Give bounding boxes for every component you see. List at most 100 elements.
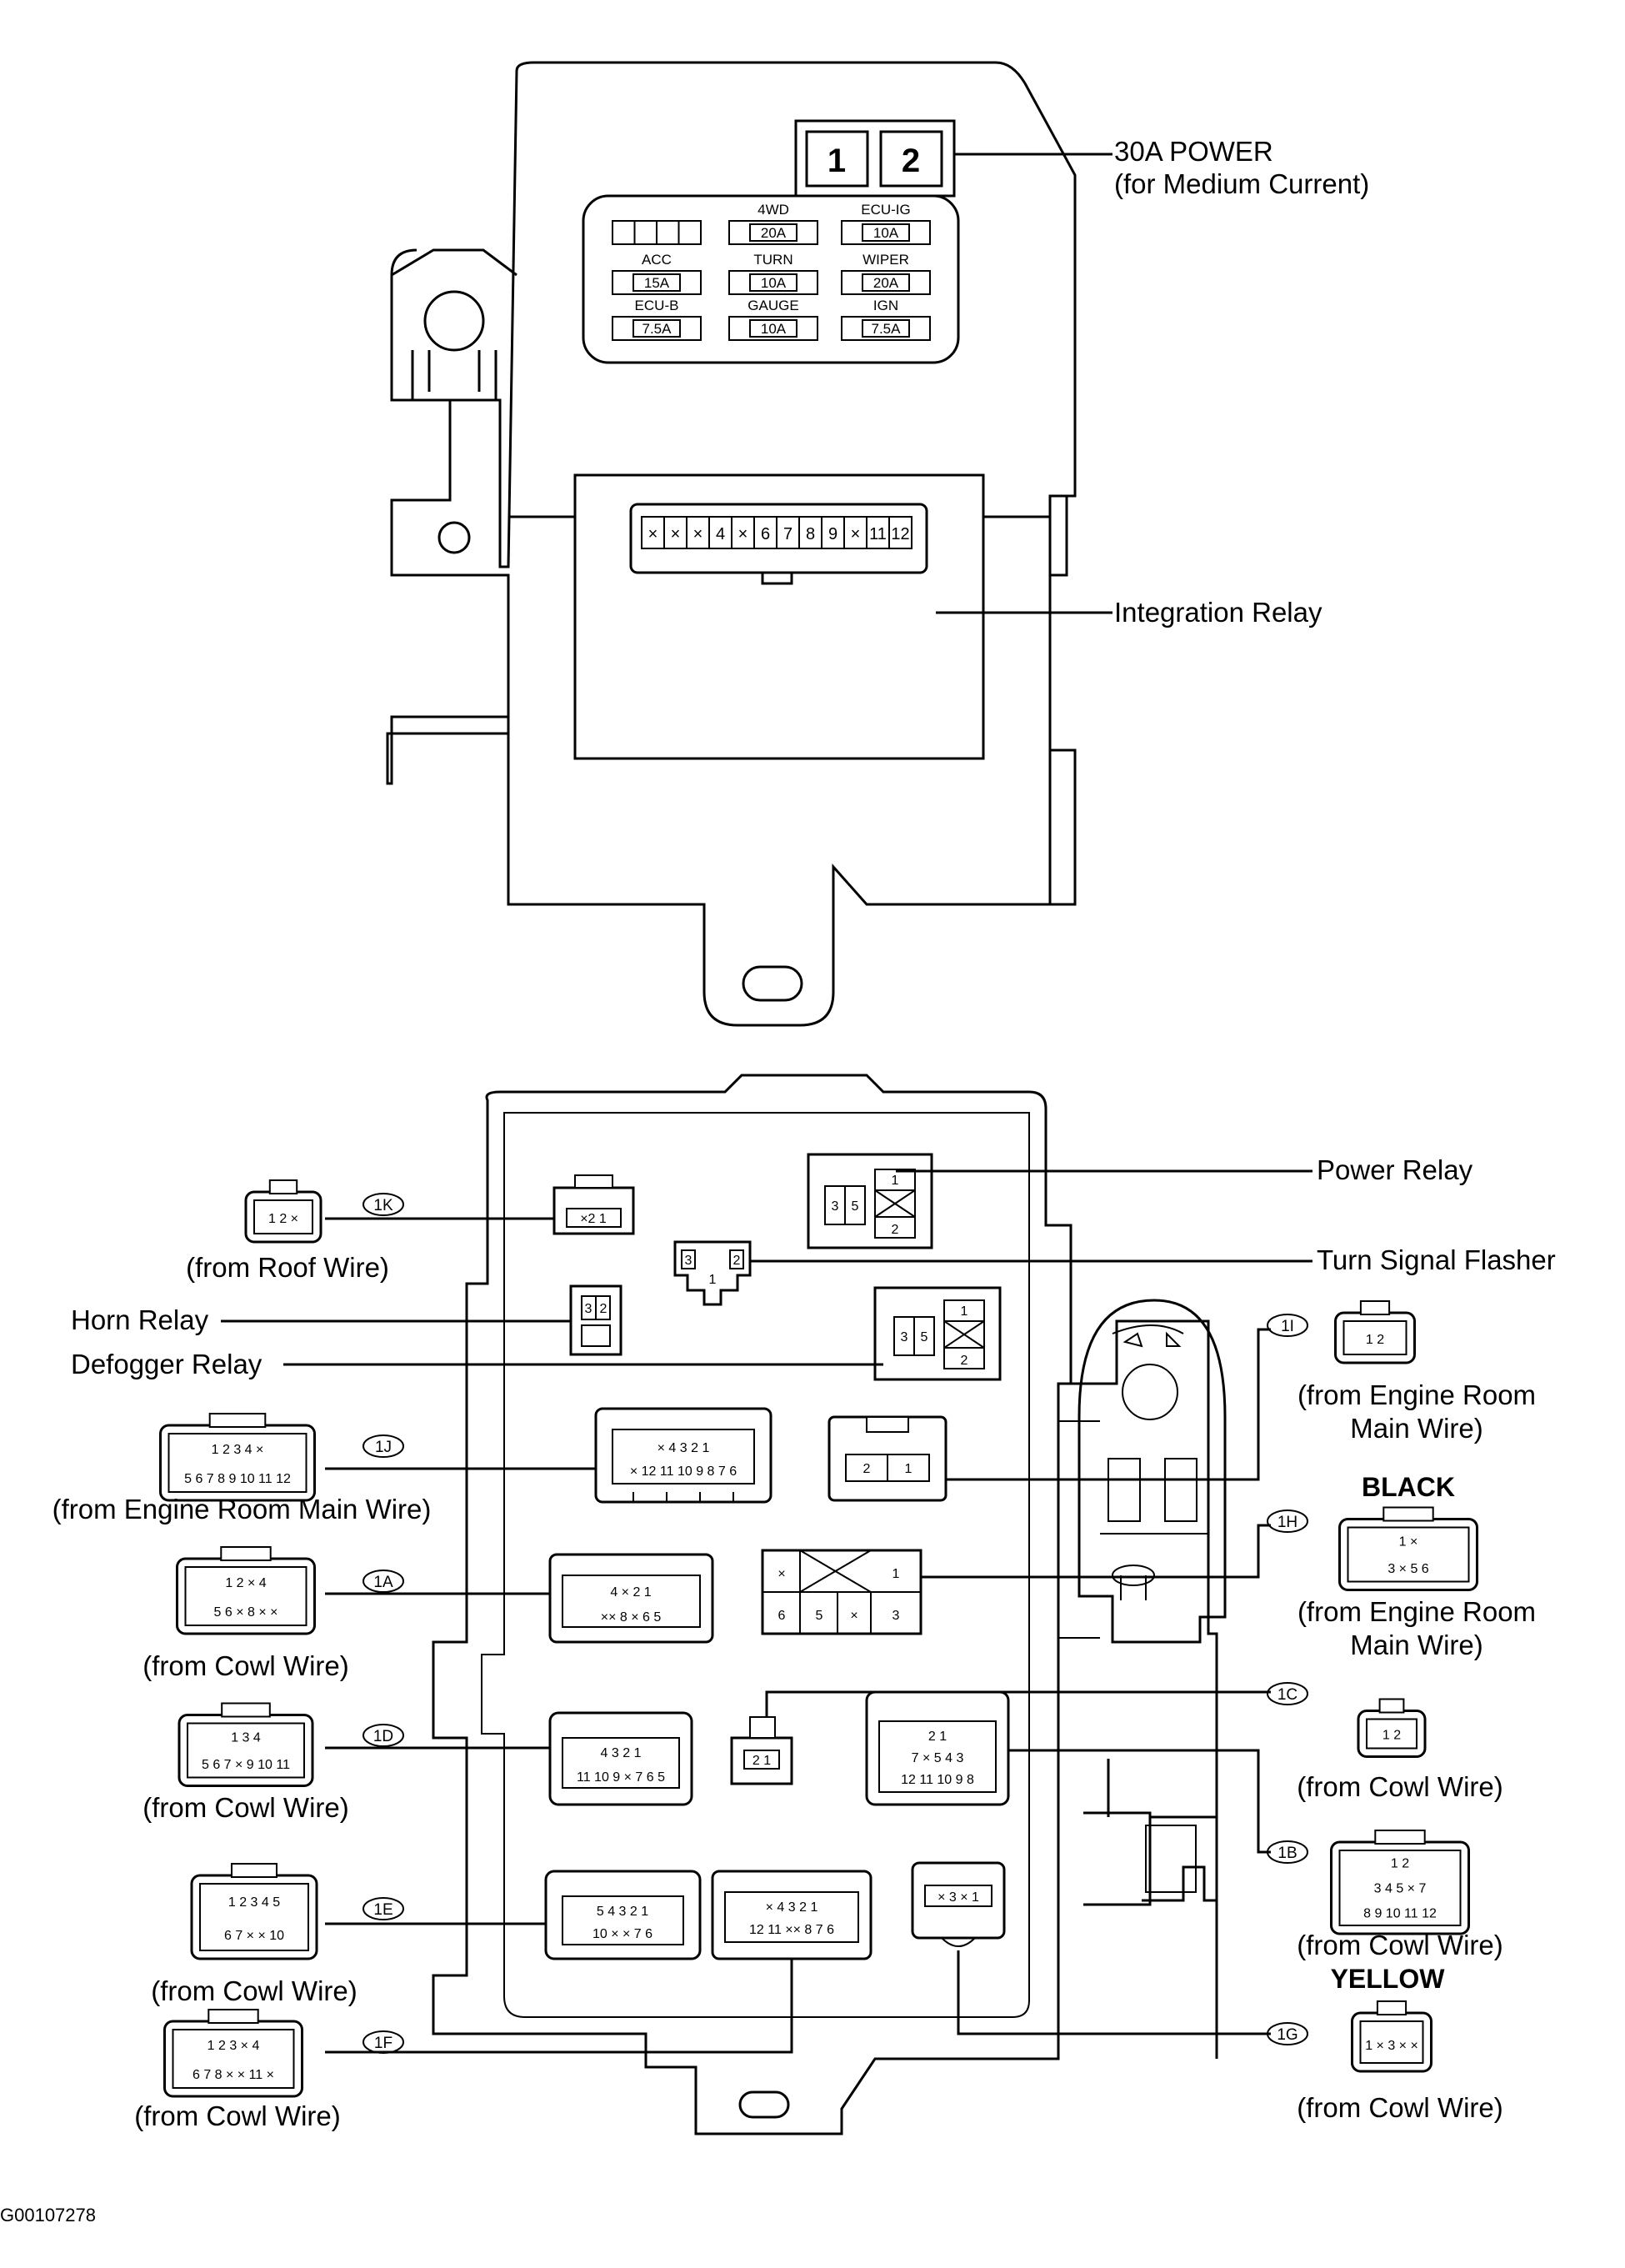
connector-source-label: Main Wire) xyxy=(1350,1630,1483,1660)
turn-signal-flasher-socket: 3 2 1 xyxy=(673,1240,752,1306)
connector-1d: 1 3 4 5 6 7 × 9 10 11 xyxy=(178,1702,314,1787)
ir-pin: × xyxy=(738,525,748,543)
svg-text:1: 1 xyxy=(709,1273,717,1287)
svg-text:2 1: 2 1 xyxy=(928,1730,947,1744)
svg-text:×× 8 × 6 5: ×× 8 × 6 5 xyxy=(601,1610,662,1625)
svg-text:3: 3 xyxy=(832,1199,839,1214)
svg-text:2: 2 xyxy=(600,1302,608,1316)
connector-pins: 5 6 7 × 9 10 11 xyxy=(202,1758,290,1772)
svg-text:×: × xyxy=(778,1567,785,1581)
connector-code-badge xyxy=(1267,1682,1308,1705)
fuse-block-30a: 1 2 xyxy=(794,119,1112,198)
fuse-name: TURN xyxy=(753,252,792,268)
connector-code: 1B xyxy=(1278,1845,1297,1862)
svg-text:12 11 ×× 8 7 6: 12 11 ×× 8 7 6 xyxy=(749,1923,834,1937)
fuse-name: GAUGE xyxy=(748,298,798,313)
fuse-name: IGN xyxy=(873,298,898,313)
svg-text:12 11 10 9 8: 12 11 10 9 8 xyxy=(901,1773,974,1787)
connector-pins: 1 3 4 xyxy=(231,1731,261,1745)
connector-pins: 6 7 × × 10 xyxy=(224,1929,284,1943)
connector-pins: 1 2 xyxy=(1391,1856,1409,1870)
connector-code: 1C xyxy=(1278,1686,1298,1704)
fuse-grid: 4WD20AECU-IG10AACC15ATURN10AWIPER20AECU-… xyxy=(612,202,931,341)
svg-text:2: 2 xyxy=(892,1223,899,1237)
svg-text:1: 1 xyxy=(892,1174,899,1188)
connector-code: 1E xyxy=(373,1901,392,1919)
connector-1f: 1 2 3 × 46 7 8 × × 11 × xyxy=(163,2009,303,2098)
connector-pins: 5 6 7 8 9 10 11 12 xyxy=(184,1472,291,1486)
black-label: BLACK xyxy=(1362,1472,1455,1502)
ir-pin: × xyxy=(671,525,681,543)
connector-code-badge xyxy=(1267,1840,1308,1864)
svg-text:× 4 3 2 1: × 4 3 2 1 xyxy=(658,1441,710,1455)
medium-current-label: (for Medium Current) xyxy=(1114,168,1369,199)
socket-1d: 4 3 2 1 11 10 9 × 7 6 5 xyxy=(548,1711,693,1806)
connector-code-badge xyxy=(1267,2022,1308,2045)
svg-text:5: 5 xyxy=(921,1330,928,1344)
svg-text:4 × 2 1: 4 × 2 1 xyxy=(610,1585,651,1600)
ir-pin: 7 xyxy=(783,525,792,543)
connector-code-badge xyxy=(362,1724,404,1747)
svg-text:×: × xyxy=(850,1609,858,1623)
fuse-rating: 7.5A xyxy=(872,321,902,337)
power-30a-label: 30A POWER xyxy=(1114,136,1273,167)
fuse-name: WIPER xyxy=(862,252,909,268)
connector-1c: 1 2 xyxy=(1357,1698,1427,1758)
connector-pins: 1 2 3 4 5 xyxy=(228,1895,280,1910)
connector-1i: 1 2 xyxy=(1334,1300,1416,1364)
connector-pins: 1 2 xyxy=(1382,1728,1401,1742)
connector-code-badge xyxy=(362,1570,404,1593)
horn-relay-label: Horn Relay xyxy=(71,1304,209,1335)
svg-text:2 1: 2 1 xyxy=(752,1754,771,1768)
socket-1f: × 4 3 2 1 12 11 ×× 8 7 6 xyxy=(711,1870,872,1960)
socket-1j: × 4 3 2 1 × 12 11 10 9 8 7 6 xyxy=(594,1407,772,1504)
connector-code: 1F xyxy=(374,2035,392,2052)
connector-code: 1H xyxy=(1278,1514,1298,1531)
fuse-30a-2-label: 2 xyxy=(902,143,920,179)
connector-pins: 1 2 xyxy=(1366,1333,1384,1347)
fuse-rating: 15A xyxy=(644,275,670,291)
connector-code: 1K xyxy=(373,1197,393,1214)
connector-1g: 1 × 3 × × xyxy=(1351,2000,1432,2073)
connector-source-label: (from Cowl Wire) xyxy=(1297,1930,1502,1960)
upper-junction-block xyxy=(386,61,1077,1027)
connector-pins: 8 9 10 11 12 xyxy=(1363,1906,1437,1920)
svg-text:5: 5 xyxy=(816,1609,823,1623)
ir-pin: 9 xyxy=(828,525,838,543)
connector-pins: 1 2 3 4 × xyxy=(212,1443,264,1457)
fuse-name: ECU-B xyxy=(635,298,679,313)
connector-pins: 5 6 × 8 × × xyxy=(214,1605,278,1620)
fuse-name: ECU-IG xyxy=(861,202,911,218)
connector-code-badge xyxy=(362,1434,404,1458)
connector-source-label: (from Cowl Wire) xyxy=(142,1650,348,1681)
connector-source-label: (from Roof Wire) xyxy=(186,1252,389,1283)
connector-pins: 3 × 5 6 xyxy=(1388,1562,1428,1576)
power-relay-socket: 3 5 1 2 xyxy=(807,1153,933,1249)
connector-1b: 1 2 3 4 5 × 7 8 9 10 11 12 xyxy=(1330,1830,1470,1935)
svg-text:× 3 × 1: × 3 × 1 xyxy=(938,1890,979,1905)
ir-pin: × xyxy=(693,525,703,543)
connector-source-label: (from Engine Room xyxy=(1298,1596,1536,1627)
svg-text:7 × 5 4 3: 7 × 5 4 3 xyxy=(912,1751,964,1765)
ir-pin: 11 xyxy=(869,525,887,543)
fuse-30a-1-label: 1 xyxy=(828,143,846,179)
socket-1h: × 1 6 5 × 3 xyxy=(761,1549,922,1635)
fuse-rating: 20A xyxy=(761,225,787,241)
connector-pins: 1 × xyxy=(1399,1535,1418,1550)
connector-1k: 1 2 × xyxy=(244,1179,322,1244)
connector-pins: 1 2 × xyxy=(268,1212,298,1226)
ir-pin: 6 xyxy=(761,525,770,543)
connector-pins: 3 4 5 × 7 xyxy=(1374,1881,1427,1895)
turn-signal-flasher-label: Turn Signal Flasher xyxy=(1317,1244,1556,1275)
connector-1h: 1 × 3 × 5 6 xyxy=(1338,1506,1478,1591)
defogger-relay-socket: 3 5 1 2 xyxy=(873,1286,1002,1381)
svg-text:5 4 3 2 1: 5 4 3 2 1 xyxy=(597,1905,648,1919)
svg-text:11 10 9 × 7 6 5: 11 10 9 × 7 6 5 xyxy=(577,1770,665,1785)
connector-code-badge xyxy=(1267,1509,1308,1533)
connector-1a: 1 2 × 45 6 × 8 × × xyxy=(176,1546,316,1635)
fuse-rating: 10A xyxy=(761,275,787,291)
ir-pin: 12 xyxy=(891,525,909,543)
ir-pin: 4 xyxy=(716,525,725,543)
connector-pins: 1 2 3 × 4 xyxy=(208,2039,260,2053)
